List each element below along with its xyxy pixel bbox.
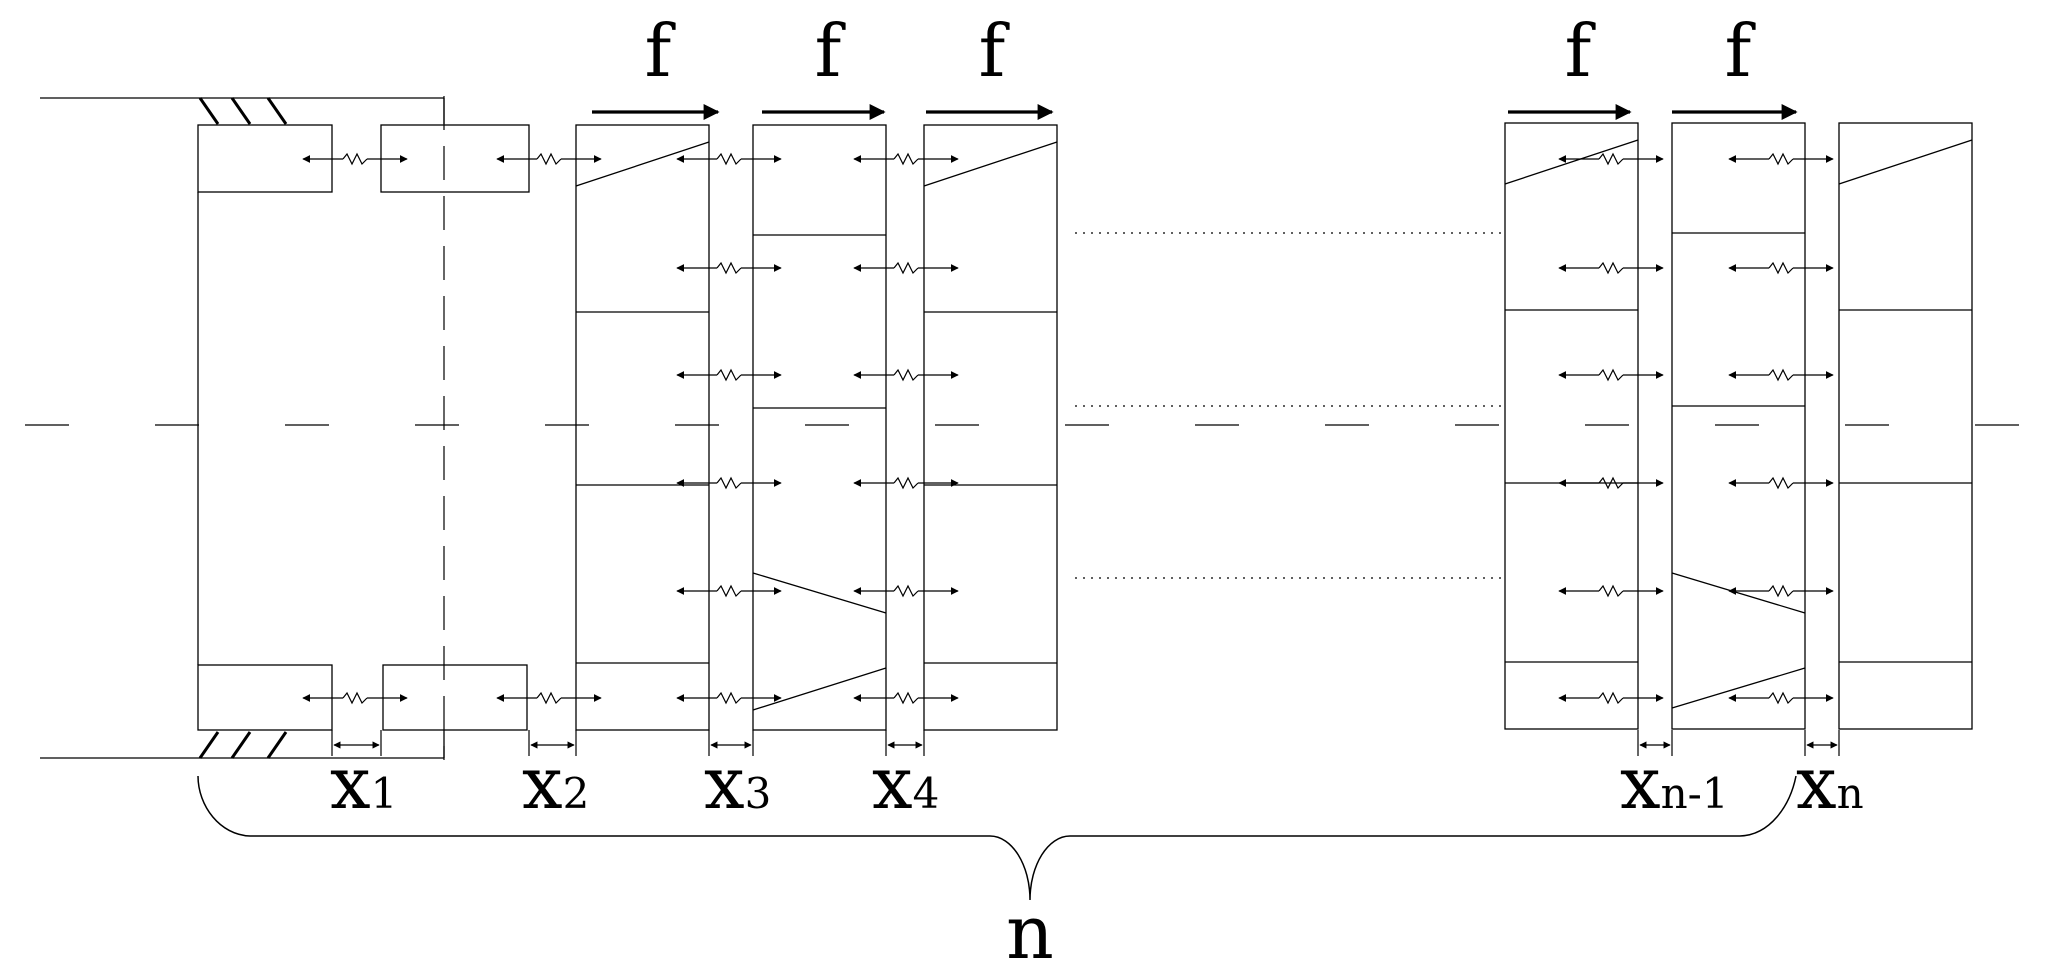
gap-marker bbox=[1804, 730, 1840, 756]
spring bbox=[1728, 691, 1834, 705]
spring bbox=[676, 584, 782, 598]
gap-label-x2: x2 bbox=[522, 741, 589, 825]
force-label-4: f bbox=[1565, 9, 1596, 93]
gap-marker bbox=[331, 730, 382, 756]
gap-marker bbox=[528, 730, 577, 756]
spring bbox=[853, 261, 959, 275]
brace-label: n bbox=[1006, 890, 1054, 969]
spring bbox=[1728, 152, 1834, 166]
clutch-assembly-1 bbox=[197, 124, 530, 731]
spring bbox=[1558, 261, 1664, 275]
spring bbox=[853, 584, 959, 598]
hatching bbox=[198, 97, 288, 759]
continuation-dots bbox=[1075, 232, 1505, 579]
spring bbox=[676, 368, 782, 382]
spring bbox=[302, 152, 408, 166]
gap-label-xn-1: xn-1 bbox=[1620, 741, 1729, 825]
plate-2 bbox=[752, 124, 887, 731]
spring bbox=[1558, 691, 1664, 705]
brace bbox=[197, 775, 1797, 901]
force-label-3: f bbox=[979, 9, 1010, 93]
spring bbox=[1728, 584, 1834, 598]
spring bbox=[1558, 368, 1664, 382]
gap-label-x3: x3 bbox=[704, 741, 771, 825]
friction-plates-left bbox=[575, 124, 1058, 731]
spring bbox=[1728, 261, 1834, 275]
force-label-2: f bbox=[815, 9, 846, 93]
gap-dimensions bbox=[331, 730, 1840, 756]
spring bbox=[853, 368, 959, 382]
gap-label-x4: x4 bbox=[872, 741, 939, 825]
spring-elements bbox=[302, 152, 1834, 705]
spring bbox=[676, 476, 782, 490]
gap-marker bbox=[885, 730, 925, 756]
spring bbox=[676, 152, 782, 166]
spring bbox=[302, 691, 408, 705]
spring bbox=[676, 691, 782, 705]
spring bbox=[1558, 584, 1664, 598]
spring bbox=[676, 261, 782, 275]
force-label-1: f bbox=[645, 9, 676, 93]
plate-3 bbox=[923, 124, 1058, 731]
gap-marker bbox=[1637, 730, 1673, 756]
spring bbox=[1558, 152, 1664, 166]
spring bbox=[496, 691, 602, 705]
force-label-5: f bbox=[1725, 9, 1756, 93]
spring bbox=[853, 691, 959, 705]
housing bbox=[40, 97, 445, 759]
gap-marker bbox=[708, 730, 754, 756]
spring bbox=[1728, 368, 1834, 382]
spring bbox=[1558, 476, 1664, 490]
plate-1 bbox=[575, 124, 710, 731]
gap-label-xn: xn bbox=[1796, 741, 1864, 825]
spring bbox=[853, 476, 959, 490]
spring bbox=[496, 152, 602, 166]
spring bbox=[853, 152, 959, 166]
friction-plates-right bbox=[1504, 122, 1973, 730]
spring bbox=[1728, 476, 1834, 490]
gap-label-x1: x1 bbox=[330, 741, 397, 825]
